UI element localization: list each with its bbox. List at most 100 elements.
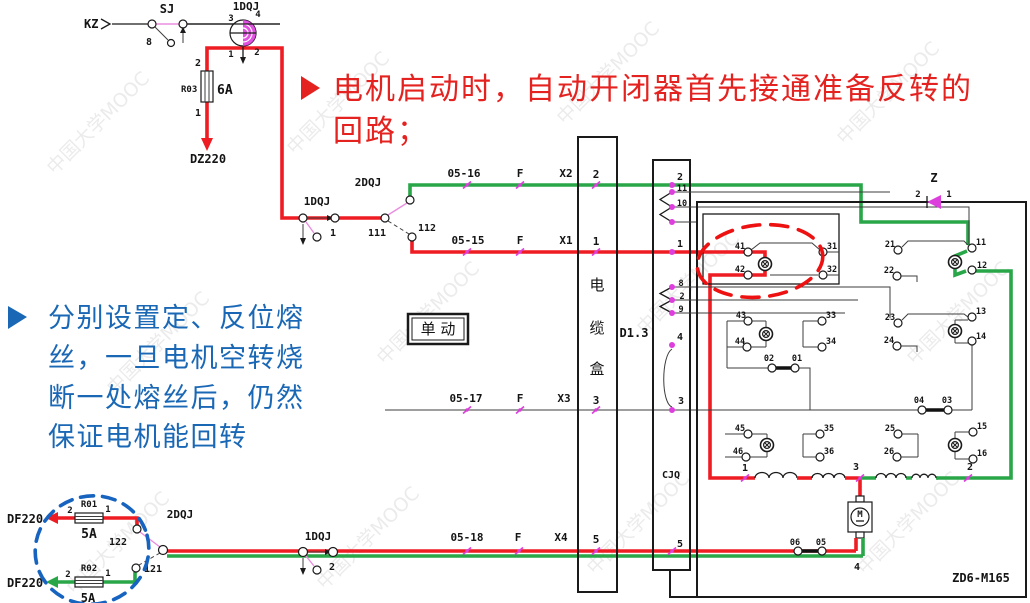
annotation-line: 丝，一旦电机空转烧 [48,343,305,374]
winding-terminal: 1 [742,463,748,474]
cjq-outline [652,159,691,571]
contact-number: 32 [827,265,837,275]
annotation-line: 回路； [333,114,429,149]
cjq-terminal-number: 2 [677,172,683,183]
wire-rows: 05-16 F X2 05-15 F X1 05-17 F X3 05-18 F… [167,167,970,558]
fuse-name-label: R02 [81,564,97,574]
arrow-down-icon [240,57,246,64]
cable-terminal-number: 1 [593,235,600,248]
arrow-right-icon [327,215,333,221]
contact-point [312,232,322,242]
relay-terminal: 1 [228,50,233,60]
annotation-line: 保证电机能回转 [48,422,248,453]
contact-number: 14 [976,332,986,342]
contact-number: 26 [884,447,894,457]
contact-05 [817,546,827,556]
contact-122 [132,524,142,534]
bullet-arrow-icon [8,306,27,329]
highlight-ellipse-red [695,222,825,300]
contact-number: 04 [914,396,924,406]
contact-number: 35 [824,424,834,434]
coil-icon [911,473,937,479]
relay-contact-label: 2DQJ [355,176,382,189]
bullet-arrow-icon [301,76,320,100]
contact-number: 13 [976,307,986,317]
relay-terminal: 3 [228,14,233,24]
arc-contact-icon [947,323,963,339]
fuse-terminal: 1 [105,569,110,579]
motor-terminal: 4 [854,562,860,573]
coil-icon [875,472,907,479]
contact-number: 44 [735,337,745,347]
contact-number: 45 [735,424,745,434]
wire-id-label: 05-15 [451,234,484,247]
contact-number: 24 [884,336,894,346]
cable-box-char: 缆 [589,319,604,337]
cable-box: 电 缆 盒 2 1 3 5 [577,136,618,593]
wire-x-label: X4 [554,531,568,544]
contact-45 [743,429,753,439]
contact-point [330,213,340,223]
wire-f-label: F [517,234,524,247]
arrow-left-icon [46,512,58,524]
contact-21 [893,245,903,255]
relay-terminal: 4 [255,10,261,20]
contact-number: 31 [827,242,837,252]
contact-44 [742,342,752,352]
fuse-terminal: 1 [105,505,110,515]
diode-label: Z [930,171,937,185]
arrow-down-icon [201,138,213,151]
dan-dong-label: 单 动 [421,320,456,338]
arc-contact-icon [947,254,963,270]
arrow-down-icon [300,568,306,575]
contact-33 [817,316,827,326]
sj-contact [147,19,157,29]
contact-point [298,213,308,223]
motor-label: M [857,510,863,520]
annotation-line: 断一处熔丝后，仍然 [48,383,305,414]
annotation-line: 分别设置定、反位熔 [48,303,305,334]
wire-id-label: 05-17 [449,392,482,405]
cjq-terminal-number: 5 [677,539,683,550]
contact-06 [793,546,803,556]
diode-terminal: 1 [946,190,951,200]
sj-terminal-label: 8 [146,37,152,48]
arc-contact-icon [759,437,775,453]
contact-02 [767,363,777,373]
wire-f-label: F [517,392,524,405]
d13-label: D1.3 [620,326,649,340]
contact-43 [743,316,753,326]
relay-terminal: 2 [254,48,259,58]
wire-x-label: X1 [559,234,573,247]
contact-32 [818,270,828,280]
contact-number: 33 [826,311,836,321]
cjq-pin-number: 10 [677,199,687,209]
contact-01 [790,363,800,373]
cjq-terminal-number: 4 [677,332,683,343]
contact-number: 46 [733,447,743,457]
cable-terminal-number: 2 [593,168,600,181]
contact-34 [817,342,827,352]
wire-x-label: X2 [559,167,572,180]
arrow-down-icon [300,238,306,245]
fuse-terminal: 2 [67,506,72,516]
fuse-r01 [74,512,104,524]
kz-label: KZ [84,17,98,31]
contact-number: 122 [109,537,127,548]
contact-46 [741,452,751,462]
contact-36 [815,452,825,462]
switch-machine-block: Z 2 1 41 42 31 32 21 22 11 12 43 44 33 3… [669,171,1027,598]
fuse-terminal: 1 [195,108,201,119]
fuse-r03 [200,70,214,103]
contact-number: 23 [885,313,895,323]
diode-terminal: 2 [915,190,920,200]
contact-number: 41 [735,242,745,252]
mid-contact-2dqj: 2DQJ 111 112 [355,176,436,242]
contact-number: 15 [977,422,987,432]
block-outline [696,201,1027,598]
contact-number: 21 [885,240,895,250]
fuse-terminal: 2 [65,570,70,580]
df220-label: DF220 [7,512,43,526]
